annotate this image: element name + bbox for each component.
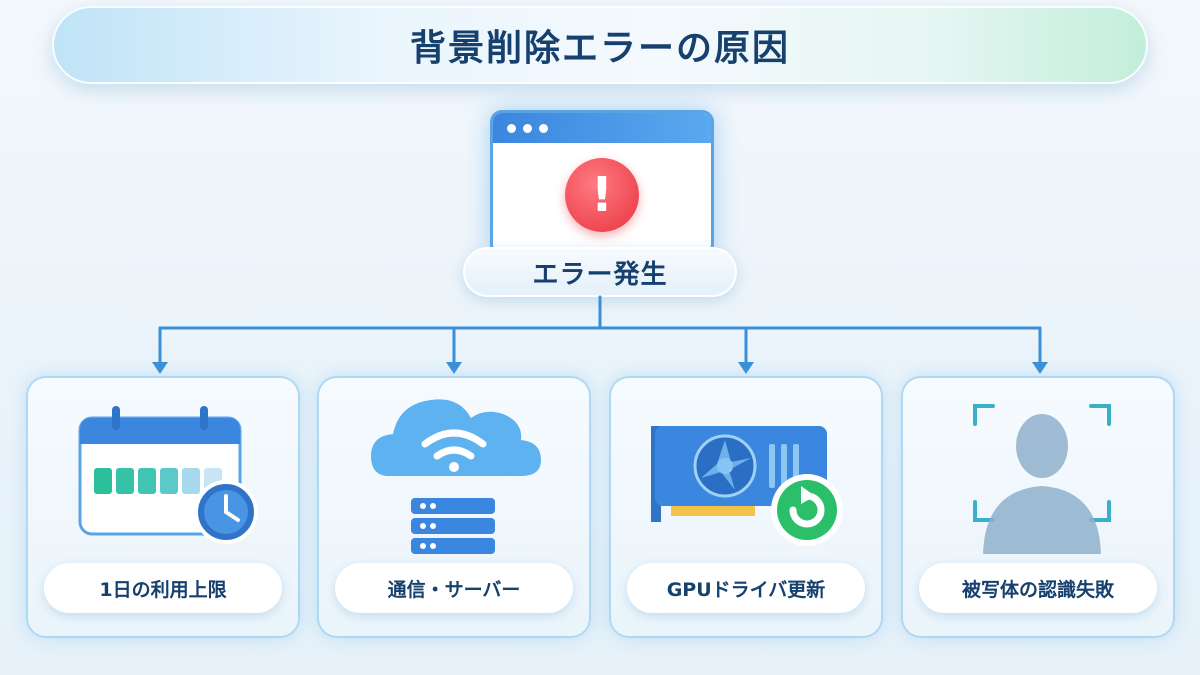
arrow-down-icon <box>738 362 754 374</box>
cloud-wifi-server-icon <box>371 399 541 554</box>
cause-card-daily-limit: 1日の利用上限 <box>28 378 298 636</box>
page-title: 背景削除エラーの原因 <box>409 28 790 69</box>
calendar-clock-icon <box>78 406 258 544</box>
gpu-refresh-icon <box>651 426 843 546</box>
error-window-icon: ! <box>490 110 714 256</box>
error-occurred-label: エラー発生 <box>463 247 737 297</box>
cause-label: 通信・サーバー <box>387 578 521 601</box>
window-titlebar <box>493 113 711 143</box>
error-occurred-text: エラー発生 <box>532 259 668 290</box>
alert-icon: ! <box>565 158 639 232</box>
cause-label: GPUドライバ更新 <box>666 578 826 601</box>
cause-card-subject-recognition: 被写体の認識失敗 <box>903 378 1173 636</box>
window-dot-icon <box>507 124 516 133</box>
cause-label-pill: GPUドライバ更新 <box>627 563 865 613</box>
person-focus-icon <box>973 404 1111 554</box>
cause-card-gpu-driver: GPUドライバ更新 <box>611 378 881 636</box>
arrow-down-icon <box>1032 362 1048 374</box>
cause-label-pill: 1日の利用上限 <box>44 563 282 613</box>
arrow-down-icon <box>152 362 168 374</box>
cause-label: 被写体の認識失敗 <box>961 578 1114 601</box>
window-dot-icon <box>523 124 532 133</box>
cause-label-pill: 通信・サーバー <box>335 563 573 613</box>
cause-card-network-server: 通信・サーバー <box>319 378 589 636</box>
window-dot-icon <box>539 124 548 133</box>
cause-label-pill: 被写体の認識失敗 <box>919 563 1157 613</box>
arrow-down-icon <box>446 362 462 374</box>
title-banner: 背景削除エラーの原因 <box>52 6 1148 84</box>
cause-label: 1日の利用上限 <box>99 578 227 601</box>
